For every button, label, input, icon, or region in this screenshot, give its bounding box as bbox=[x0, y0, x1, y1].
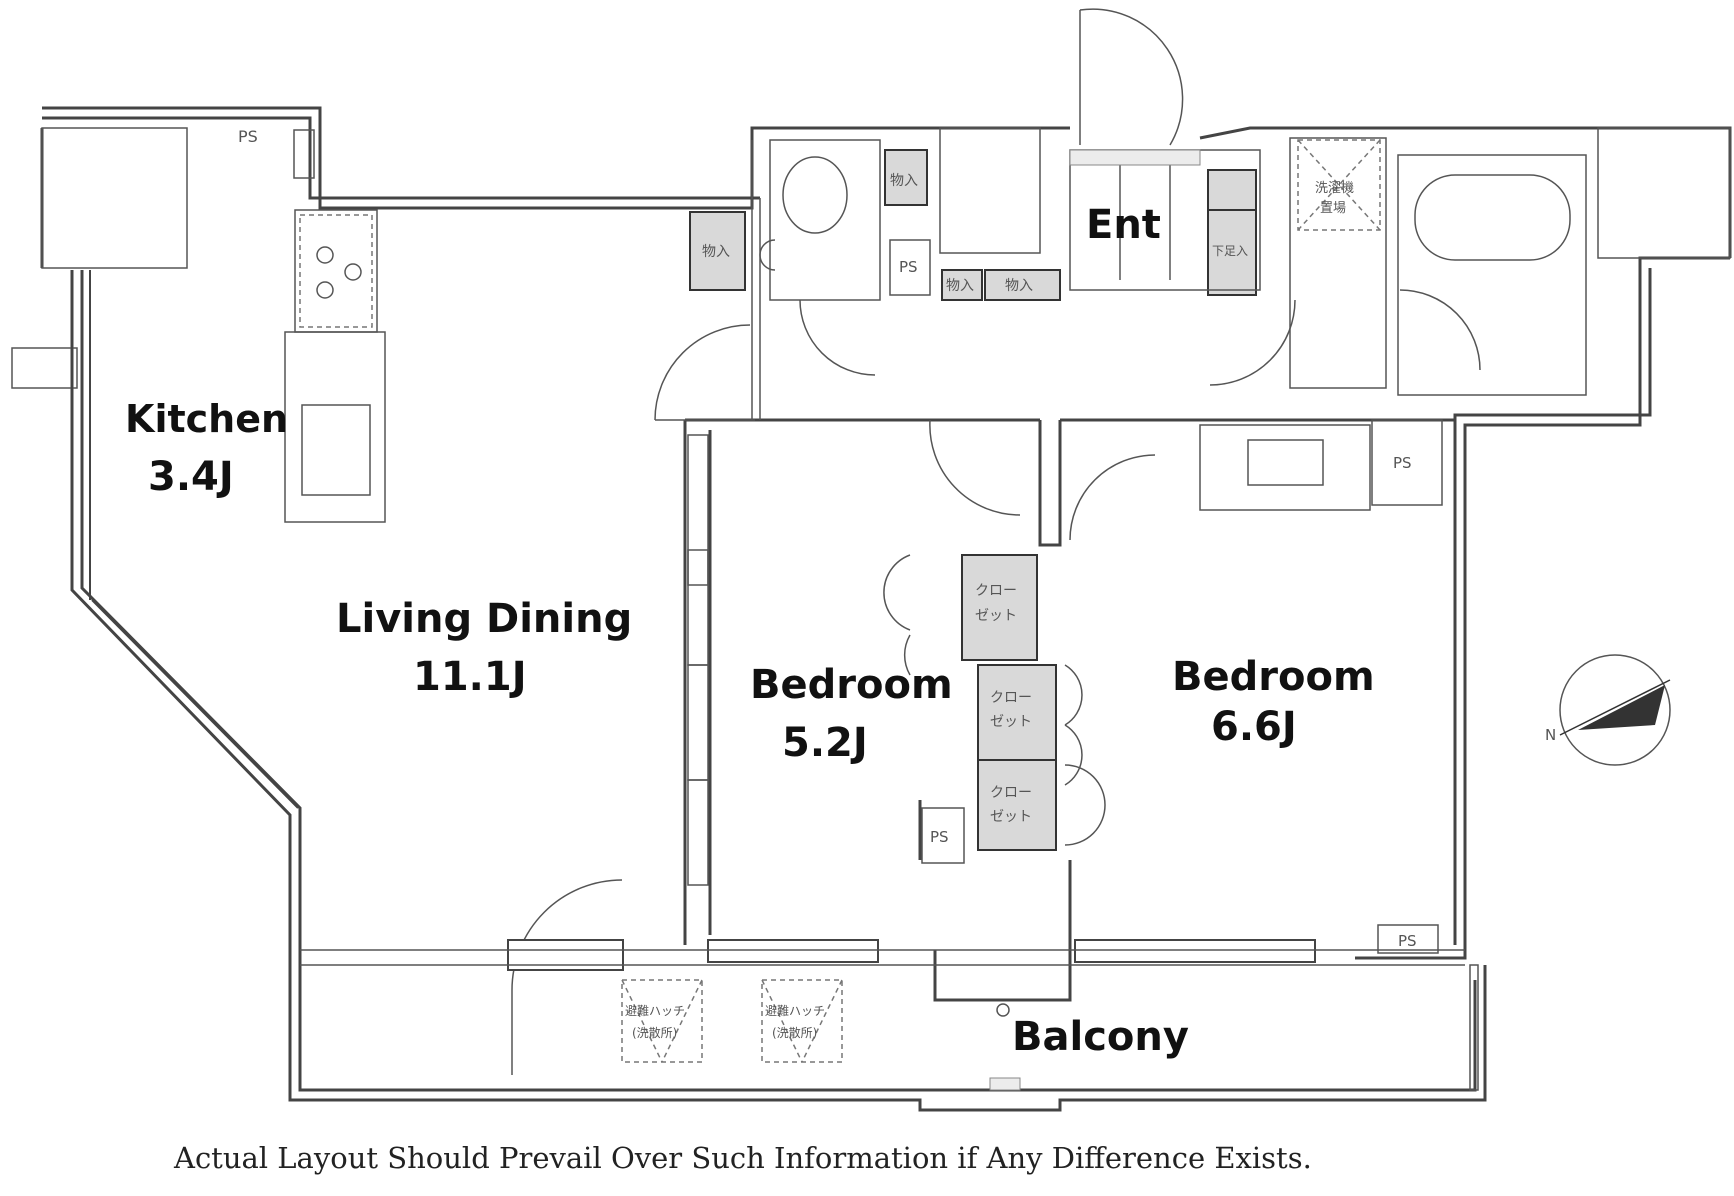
storage-label-1: 物入 bbox=[702, 244, 730, 260]
closet-label-3b: ゼット bbox=[990, 809, 1032, 825]
bedroom2-name: Bedroom bbox=[1172, 654, 1375, 700]
hatch-label-2b: (洗散所) bbox=[772, 1025, 817, 1040]
living-size: 11.1J bbox=[413, 654, 527, 700]
storage-label-3: 物入 bbox=[946, 278, 974, 294]
laundry-label-2: 置場 bbox=[1320, 201, 1346, 216]
hatch-label-1b: (洗散所) bbox=[632, 1025, 677, 1040]
toilet-room bbox=[759, 127, 1041, 301]
hatch-label-2a: 避難ハッチ bbox=[765, 1003, 825, 1018]
sliding-panel bbox=[687, 434, 709, 886]
closets bbox=[961, 554, 1057, 851]
ps-kitchen: PS bbox=[238, 127, 258, 146]
kitchen-size: 3.4J bbox=[148, 454, 234, 500]
closet-label-2b: ゼット bbox=[990, 714, 1032, 730]
bedroom1-size: 5.2J bbox=[782, 720, 868, 766]
closet-label-3a: クロー bbox=[990, 785, 1032, 801]
closet-label-1a: クロー bbox=[975, 583, 1017, 599]
kitchen-name: Kitchen bbox=[125, 397, 288, 441]
shoe-storage-label: 下足入 bbox=[1212, 244, 1248, 258]
ps-shaft-bedroom1 bbox=[921, 807, 965, 864]
laundry-label-1: 洗濯機 bbox=[1315, 181, 1354, 196]
ps-bedroom1: PS bbox=[930, 828, 949, 846]
closet-label-1b: ゼット bbox=[975, 608, 1017, 624]
kitchen-block bbox=[11, 127, 386, 523]
ps-toilet: PS bbox=[899, 258, 918, 276]
bathroom bbox=[1397, 127, 1731, 396]
bedroom1-name: Bedroom bbox=[750, 662, 953, 708]
storage-units bbox=[689, 149, 1257, 301]
storage-label-4: 物入 bbox=[1005, 278, 1033, 294]
washbasin bbox=[1199, 419, 1443, 511]
balcony-name: Balcony bbox=[1012, 1014, 1189, 1060]
living-window bbox=[71, 270, 299, 816]
hatch-label-1a: 避難ハッチ bbox=[625, 1003, 685, 1018]
living-name: Living Dining bbox=[336, 596, 632, 642]
laundry-area bbox=[1289, 137, 1387, 389]
doors bbox=[511, 8, 1481, 1075]
disclaimer-text: Actual Layout Should Prevail Over Such I… bbox=[173, 1141, 1312, 1175]
entrance-area bbox=[1069, 149, 1261, 291]
entrance-name: Ent bbox=[1086, 202, 1161, 248]
balcony-windows bbox=[300, 939, 1465, 971]
balcony-elements bbox=[621, 964, 1479, 1091]
interior-walls bbox=[683, 140, 1455, 1002]
ps-bedroom2: PS bbox=[1398, 932, 1417, 950]
storage-label-2: 物入 bbox=[890, 173, 918, 189]
compass-icon bbox=[1559, 654, 1671, 766]
ps-shaft-bedroom2 bbox=[1377, 924, 1439, 954]
ps-bath: PS bbox=[1393, 454, 1412, 472]
bedroom2-size: 6.6J bbox=[1211, 704, 1297, 750]
compass-north-label: N bbox=[1545, 726, 1556, 744]
closet-label-2a: クロー bbox=[990, 690, 1032, 706]
